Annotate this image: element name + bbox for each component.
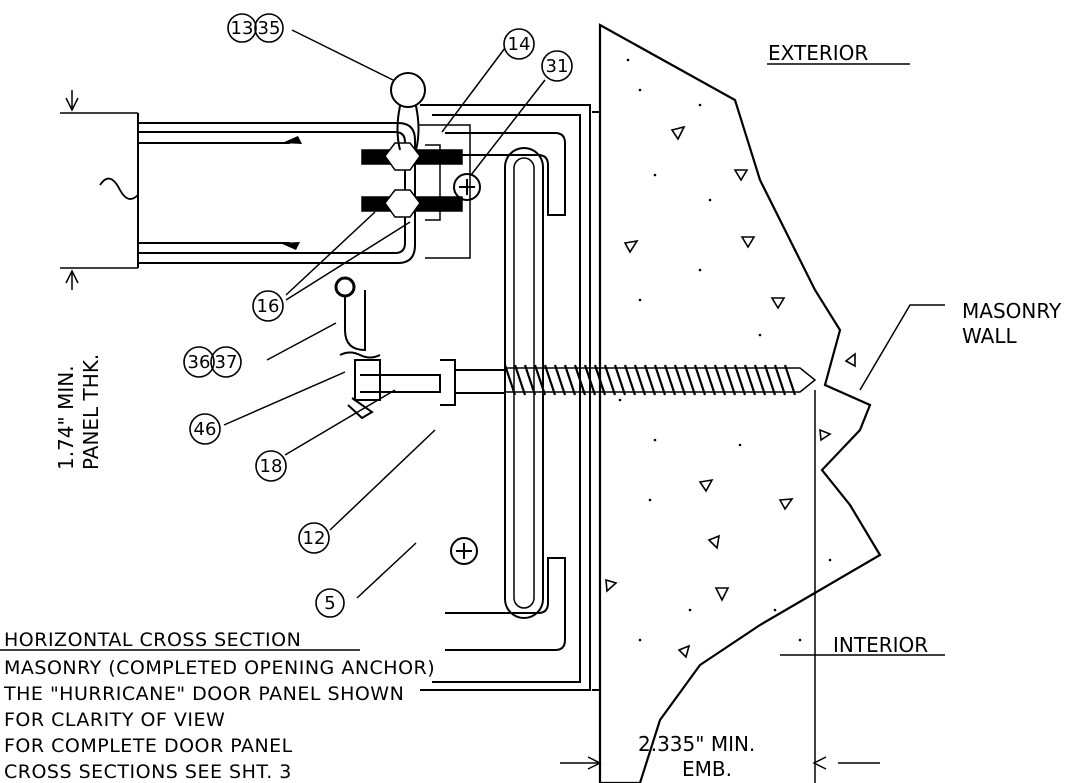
leader-lines xyxy=(223,29,945,599)
masonry-wall xyxy=(598,23,882,783)
note-title: HORIZONTAL CROSS SECTION xyxy=(4,629,301,651)
anchor-screw xyxy=(334,276,817,420)
door-panel xyxy=(60,90,416,290)
callout-14: 14 xyxy=(508,34,531,55)
callout-circles xyxy=(183,13,573,618)
masonry-wall-label-line2: WALL xyxy=(962,324,1018,348)
callout-35: 35 xyxy=(258,18,281,39)
wing-knob xyxy=(390,72,426,151)
note-line-1: MASONRY (COMPLETED OPENING ANCHOR) xyxy=(4,657,435,679)
callout-16: 16 xyxy=(257,296,280,317)
masonry-wall-label-line1: MASONRY xyxy=(962,299,1062,323)
panel-thickness-line2: PANEL THK. xyxy=(79,354,103,470)
embedment-dimension-line1: 2.335" MIN. xyxy=(638,732,755,756)
note-line-2: THE "HURRICANE" DOOR PANEL SHOWN xyxy=(3,683,404,705)
callout-31: 31 xyxy=(546,56,569,77)
bolts xyxy=(361,124,471,259)
callout-18: 18 xyxy=(260,456,283,477)
callout-37: 37 xyxy=(215,352,238,373)
anchor-track xyxy=(420,104,601,691)
panel-thickness-line1: 1.74" MIN. xyxy=(54,365,78,470)
emb-dimension xyxy=(560,390,880,783)
sand-dots xyxy=(618,58,832,642)
note-line-4: FOR COMPLETE DOOR PANEL xyxy=(4,735,293,757)
callout-13: 13 xyxy=(231,18,254,39)
callout-36: 36 xyxy=(188,352,211,373)
aggregate-marks xyxy=(605,125,856,659)
note-line-5: CROSS SECTIONS SEE SHT. 3 xyxy=(4,761,292,783)
callout-5: 5 xyxy=(324,593,335,614)
interior-label: INTERIOR xyxy=(833,633,928,657)
embedment-dimension-line2: EMB. xyxy=(682,757,732,781)
exterior-label: EXTERIOR xyxy=(768,41,868,65)
fastener-marks xyxy=(450,173,481,565)
note-line-3: FOR CLARITY OF VIEW xyxy=(4,709,225,731)
callout-12: 12 xyxy=(303,528,326,549)
callout-46: 46 xyxy=(194,419,217,440)
